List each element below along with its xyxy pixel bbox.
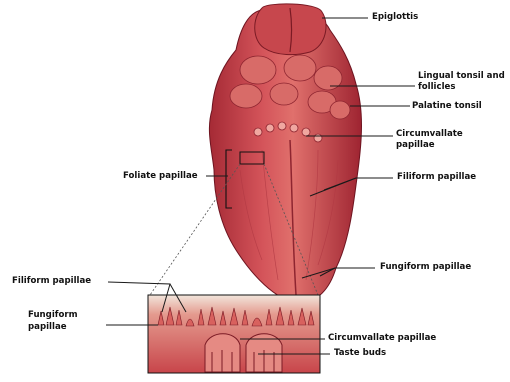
papillae-inset bbox=[148, 295, 320, 373]
lingual-tonsil-label-line1: Lingual tonsil and bbox=[418, 71, 505, 82]
inset-circumvallate-label: Circumvallate papillae bbox=[328, 333, 436, 344]
inset-filiform-label: Filiform papillae bbox=[12, 276, 91, 287]
circumvallate-label-line2: papillae bbox=[396, 140, 435, 151]
fungiform-label: Fungiform papillae bbox=[380, 262, 471, 273]
inset-fungiform-label-line1: Fungiform bbox=[28, 310, 78, 321]
circumvallate-label-line1: Circumvallate bbox=[396, 129, 463, 140]
inset-fungiform-label-line2: papillae bbox=[28, 322, 67, 333]
palatine-tonsil-label: Palatine tonsil bbox=[412, 101, 482, 112]
foliate-label: Foliate papillae bbox=[123, 171, 198, 182]
filiform-label: Filiform papillae bbox=[397, 172, 476, 183]
epiglottis-label: Epiglottis bbox=[372, 12, 418, 23]
taste-buds-label: Taste buds bbox=[334, 348, 386, 359]
lingual-tonsil-label-line2: follicles bbox=[418, 82, 455, 93]
